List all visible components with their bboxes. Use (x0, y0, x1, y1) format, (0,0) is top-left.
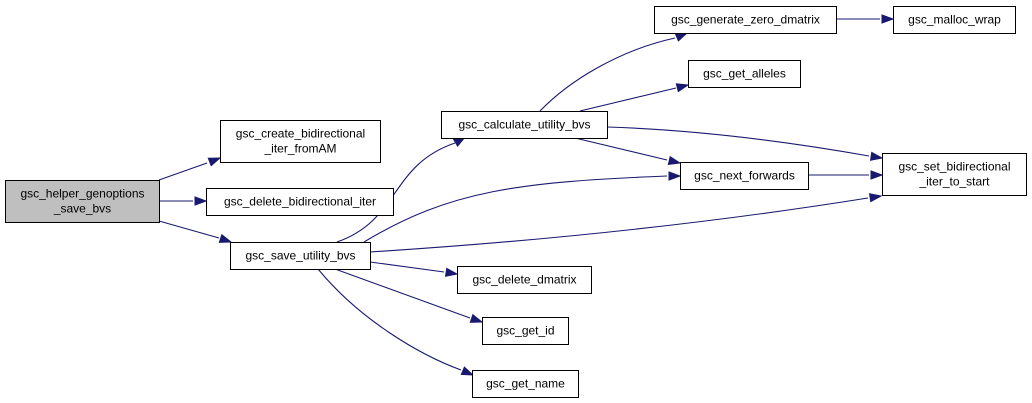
edge-line (579, 87, 677, 112)
edge-arrowhead (218, 233, 233, 243)
edge-save-to-set_start (369, 193, 883, 253)
node-box[interactable] (472, 370, 579, 398)
node-label: _iter_to_start (918, 175, 990, 189)
node-box[interactable] (206, 188, 394, 216)
edge-arrowhead (194, 196, 208, 206)
edge-arrowhead (667, 155, 682, 166)
edge-save-to-next (363, 171, 682, 243)
edge-save-to-get_id (334, 268, 484, 323)
edge-calc-to-set_start (606, 126, 884, 161)
node-label: gsc_delete_bidirectional_iter (224, 195, 376, 209)
node-label: gsc_helper_genoptions (20, 187, 144, 201)
edge-line (158, 162, 208, 181)
node-delete-iter[interactable]: gsc_delete_bidirectional_iter (206, 188, 394, 216)
node-label: gsc_get_id (496, 324, 554, 338)
edge-arrowhead (870, 170, 884, 180)
edge-line (574, 137, 668, 161)
edge-save-to-get_name (317, 268, 475, 376)
node-calc[interactable]: gsc_calculate_utility_bvs (441, 111, 608, 139)
edge-line (363, 175, 668, 243)
edge-line (158, 220, 220, 239)
edge-arrowhead (881, 14, 895, 24)
edge-helper-to-save (158, 220, 233, 243)
node-box[interactable] (882, 153, 1027, 196)
edge-line (317, 268, 462, 371)
node-save[interactable]: gsc_save_utility_bvs (230, 242, 371, 270)
edges-layer (158, 14, 895, 376)
node-gen-zero[interactable]: gsc_generate_zero_dmatrix (654, 6, 837, 34)
node-box[interactable] (680, 162, 809, 190)
edge-arrowhead (469, 313, 484, 323)
node-delete-dm[interactable]: gsc_delete_dmatrix (457, 266, 592, 294)
node-create[interactable]: gsc_create_bidirectional_iter_fromAM (220, 120, 381, 163)
node-label: _save_bvs (53, 202, 111, 216)
edge-calc-to-gen_zero (539, 32, 689, 112)
node-label: _iter_fromAM (263, 142, 336, 156)
node-box[interactable] (441, 111, 608, 139)
node-box[interactable] (482, 317, 569, 345)
node-box[interactable] (230, 242, 371, 270)
edge-line (334, 268, 471, 319)
edge-arrowhead (207, 157, 222, 167)
node-get-name[interactable]: gsc_get_name (472, 370, 579, 398)
edge-arrowhead (674, 32, 689, 42)
node-box[interactable] (654, 6, 837, 34)
node-box[interactable] (5, 180, 160, 223)
node-label: gsc_next_forwards (694, 169, 795, 183)
edge-line (606, 126, 870, 157)
node-box[interactable] (220, 120, 381, 163)
edge-next-to-set_start (808, 170, 884, 180)
node-label: gsc_malloc_wrap (908, 13, 1001, 27)
node-set-start[interactable]: gsc_set_bidirectional_iter_to_start (882, 153, 1027, 196)
edge-helper-to-delete_iter (159, 196, 208, 206)
edge-calc-to-alleles (579, 83, 690, 112)
node-label: gsc_delete_dmatrix (472, 273, 576, 287)
node-helper[interactable]: gsc_helper_genoptions_save_bvs (5, 180, 160, 223)
node-label: gsc_get_alleles (703, 67, 786, 81)
node-box[interactable] (457, 266, 592, 294)
edge-line (539, 37, 676, 112)
node-label: gsc_set_bidirectional (898, 160, 1010, 174)
edge-save-to-delete_dm (369, 261, 459, 277)
node-box[interactable] (688, 60, 801, 88)
node-label: gsc_save_utility_bvs (245, 249, 355, 263)
edge-gen_zero-to-malloc (836, 14, 895, 24)
node-box[interactable] (893, 6, 1016, 34)
node-label: gsc_calculate_utility_bvs (458, 118, 590, 132)
edge-arrowhead (444, 267, 459, 277)
node-label: gsc_get_name (486, 377, 565, 391)
edge-line (336, 142, 456, 243)
edge-helper-to-create (158, 157, 222, 181)
edge-line (369, 197, 869, 253)
node-alleles[interactable]: gsc_get_alleles (688, 60, 801, 88)
node-label: gsc_create_bidirectional (236, 127, 365, 141)
edge-line (369, 261, 445, 273)
node-malloc[interactable]: gsc_malloc_wrap (893, 6, 1016, 34)
edge-arrowhead (675, 83, 690, 93)
edge-calc-to-next (574, 137, 682, 166)
nodes-layer: gsc_helper_genoptions_save_bvs gsc_create… (5, 6, 1027, 398)
edge-arrowhead (869, 151, 884, 161)
edge-arrowhead (668, 171, 682, 181)
edge-arrowhead (460, 366, 475, 376)
node-next[interactable]: gsc_next_forwards (680, 162, 809, 190)
node-label: gsc_generate_zero_dmatrix (671, 13, 820, 27)
edge-arrowhead (868, 193, 883, 203)
node-get-id[interactable]: gsc_get_id (482, 317, 569, 345)
